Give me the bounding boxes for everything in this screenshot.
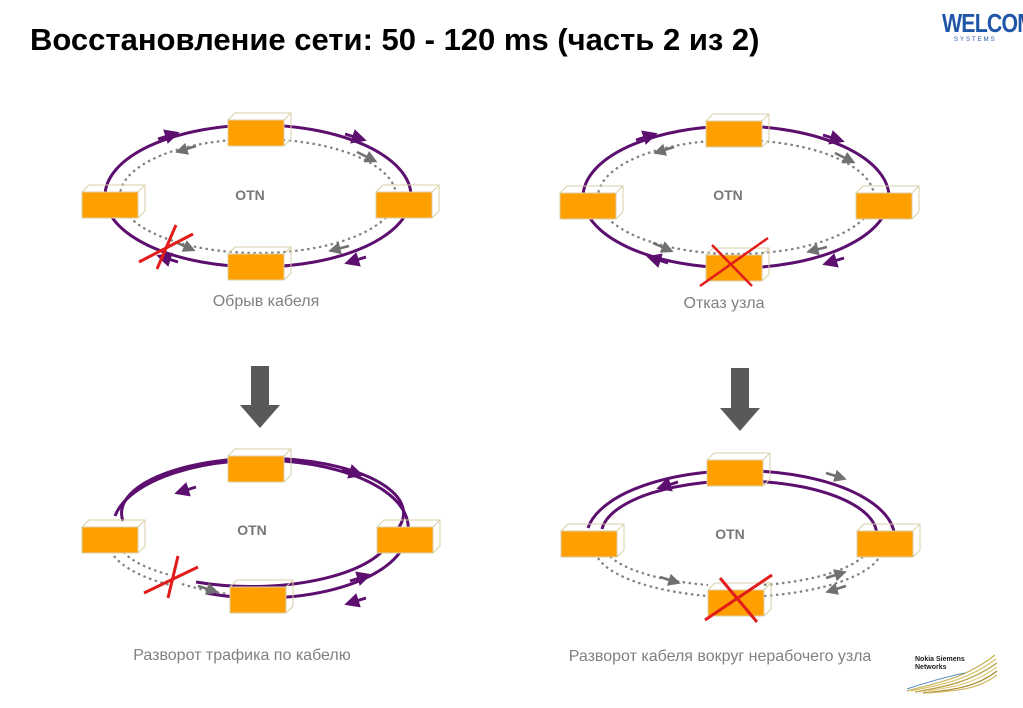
direction-arrow [635, 130, 658, 145]
ring-label: OTN [237, 522, 267, 538]
direction-arrow [341, 464, 364, 479]
protection-ring [113, 555, 171, 587]
network-node [81, 184, 146, 219]
ring-label: OTN [715, 526, 745, 542]
nokia-siemens-networks-logo: Nokia Siemens Networks [905, 653, 1000, 695]
welcom-logo: WELCOM SYSTEMS [942, 8, 1023, 48]
protection-ring [763, 550, 869, 587]
direction-arrow [197, 582, 219, 595]
fault-cross-icon [143, 555, 199, 599]
direction-arrow [834, 151, 856, 164]
fault-cross-icon [699, 236, 769, 288]
network-node [376, 519, 441, 554]
ring-cable-loopback: OTN [560, 452, 921, 623]
direction-arrow [349, 571, 372, 586]
direction-arrow [822, 253, 845, 268]
ring-node-failure: OTN [559, 113, 920, 288]
direction-arrow [656, 477, 679, 492]
direction-arrow [822, 130, 845, 145]
caption-cable-break: Обрыв кабеля [212, 293, 320, 310]
primary-ring-inner [120, 456, 406, 589]
direction-arrow [806, 243, 828, 256]
network-node [705, 113, 770, 148]
direction-arrow [174, 482, 197, 497]
protection-ring [181, 582, 229, 596]
network-node [375, 184, 440, 219]
network-node [706, 452, 771, 487]
network-node [856, 523, 921, 558]
direction-arrow [825, 582, 847, 595]
caption-node-failure: Отказ узла [683, 295, 765, 312]
logo-wordmark: WELCOM [942, 8, 1023, 38]
direction-arrow [653, 143, 675, 156]
ring-traffic-loopback: OTN [81, 448, 441, 614]
direction-arrow [825, 569, 847, 582]
direction-arrow [646, 253, 669, 268]
protection-ring [605, 551, 709, 587]
direction-arrow [156, 252, 179, 267]
fault-cross-icon [138, 224, 194, 270]
network-node [227, 112, 292, 147]
network-node [855, 185, 920, 220]
network-node [227, 448, 292, 483]
down-arrow-icon [240, 366, 280, 428]
network-node [560, 523, 625, 558]
direction-arrow [175, 142, 197, 155]
direction-arrow [356, 150, 378, 163]
direction-arrow [825, 469, 847, 482]
network-node [227, 246, 292, 281]
network-node [81, 519, 146, 554]
direction-arrow [344, 252, 367, 267]
down-arrow-icon [720, 368, 760, 431]
protection-ring [763, 555, 881, 598]
direction-arrow [659, 573, 681, 586]
ring-label: OTN [235, 187, 265, 203]
nsn-line2: Networks [915, 664, 947, 671]
direction-arrow [157, 129, 180, 144]
fault-cross-icon [704, 573, 773, 623]
direction-arrow [344, 129, 367, 144]
slide-title: Восстановление сети: 50 - 120 ms (часть … [30, 22, 760, 57]
direction-arrow [328, 242, 350, 255]
primary-ring [113, 458, 410, 600]
logo-subtitle: SYSTEMS [954, 37, 997, 43]
caption-cable-loopback: Разворот кабеля вокруг нерабочего узла [568, 648, 872, 665]
ring-cable-break: OTN [81, 112, 440, 281]
nsn-line1: Nokia Siemens [915, 656, 965, 663]
direction-arrow [344, 593, 367, 608]
nsn-swoosh-icon [906, 654, 998, 694]
caption-traffic-loopback: Разворот трафика по кабелю [133, 647, 351, 664]
network-node [229, 579, 294, 614]
direction-arrow [652, 241, 674, 253]
ring-label: OTN [713, 187, 743, 203]
network-node [559, 185, 624, 220]
